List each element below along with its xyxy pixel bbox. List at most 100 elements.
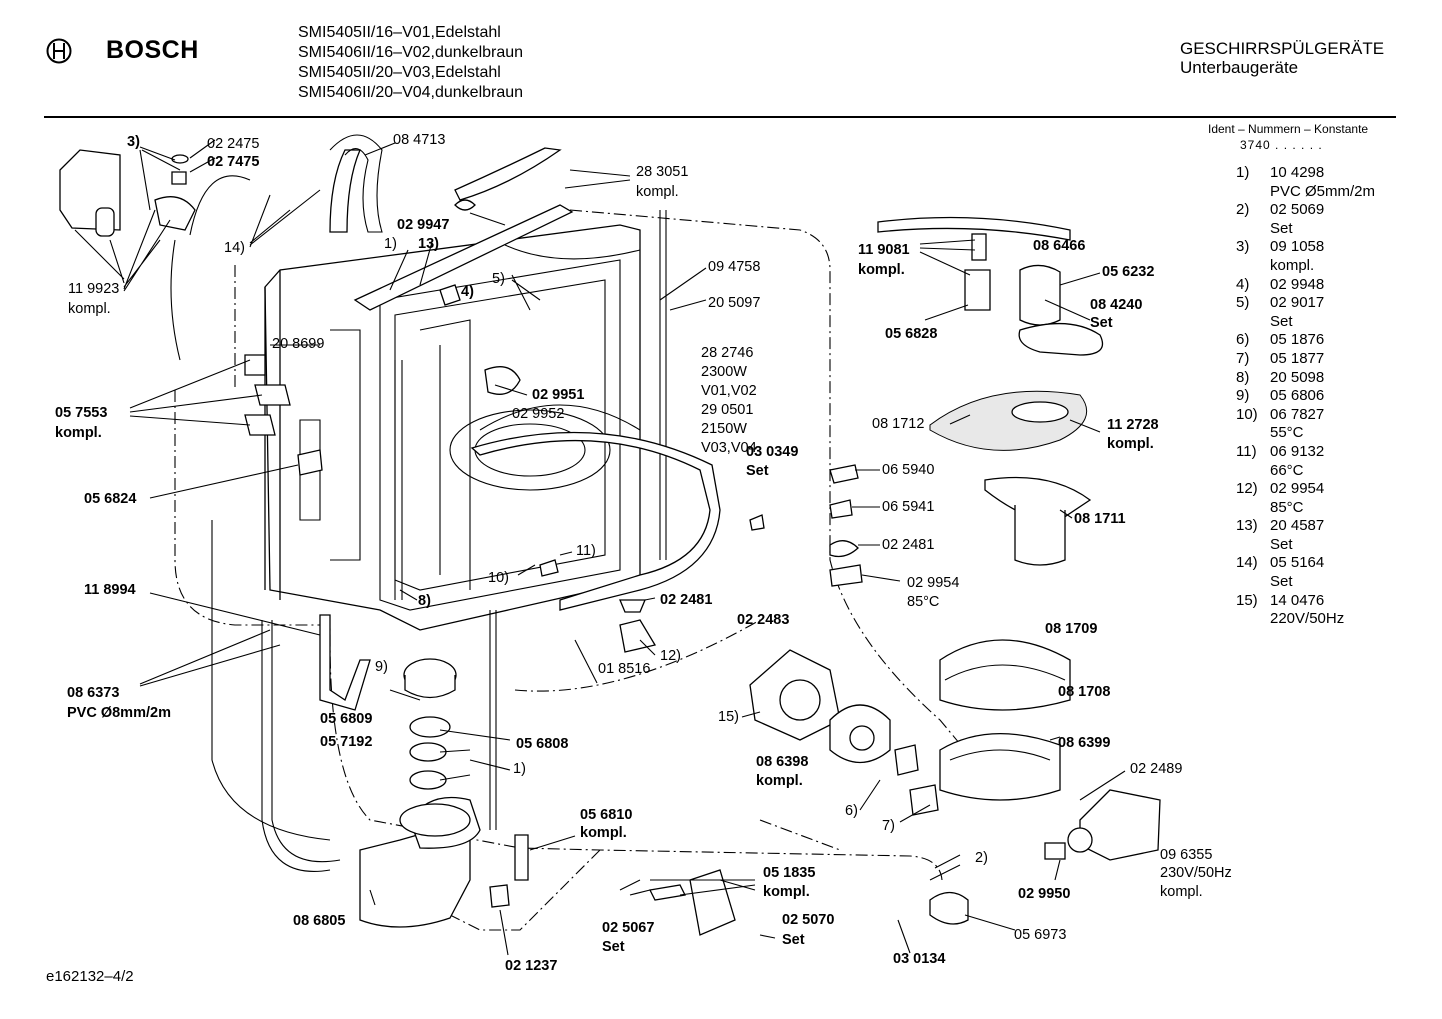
footnote-row: Set	[1236, 313, 1375, 332]
footnote-row: 66°C	[1236, 462, 1375, 481]
footnote-text: 09 1058	[1270, 238, 1325, 256]
footnote-number: 8)	[1236, 368, 1250, 386]
part-number-label: 08 4240	[1090, 297, 1142, 313]
footnote-number: 12)	[1236, 480, 1258, 498]
part-number-label: 05 6824	[84, 491, 136, 507]
part-number-label: 08 6373	[67, 685, 119, 701]
part-number-label: 11 9923	[68, 281, 119, 297]
footnote-number: 15)	[1236, 591, 1258, 609]
footnote-number	[1236, 573, 1270, 592]
part-number-label: kompl.	[763, 884, 810, 900]
footnote-row: Set	[1236, 220, 1375, 239]
footnote-text: Set	[1270, 535, 1293, 553]
footnote-text: 02 9954	[1270, 480, 1325, 498]
inlet-valve	[929, 789, 1161, 925]
footnote-text: 06 9132	[1270, 442, 1325, 460]
footnote-text: 05 5164	[1270, 554, 1325, 572]
footnote-number: 7)	[1236, 349, 1250, 367]
heating-element	[470, 431, 721, 611]
part-number-label: kompl.	[756, 773, 803, 789]
part-number-label: 11)	[576, 543, 596, 559]
part-number-label: kompl.	[580, 825, 627, 841]
footnote-row: 11) 06 9132	[1236, 443, 1375, 462]
footnote-text: 02 9948	[1270, 275, 1325, 293]
footnote-text: 85°C	[1270, 498, 1304, 516]
footnote-row: 220V/50Hz	[1236, 610, 1375, 629]
footnote-row: 14)05 5164	[1236, 554, 1375, 573]
footnote-number	[1236, 424, 1270, 443]
drain-valve	[689, 869, 736, 936]
category-block: GESCHIRRSPÜLGERÄTE Unterbaugeräte	[1180, 39, 1384, 77]
part-number-label: 13)	[418, 236, 439, 252]
part-number-label: 05 6809	[320, 711, 372, 727]
part-number-label: 09 6355	[1160, 847, 1212, 863]
part-number-label: 09 4758	[708, 259, 760, 275]
footnote-text: 05 1876	[1270, 331, 1325, 349]
part-number-label: 05 6808	[516, 736, 568, 752]
part-number-label: 02 9951	[532, 387, 584, 403]
footnote-text: Set	[1270, 219, 1293, 237]
footnote-row: Set	[1236, 573, 1375, 592]
part-number-label: 1)	[384, 236, 397, 252]
footnote-row: 4) 02 9948	[1236, 276, 1375, 295]
footnote-text: PVC Ø5mm/2m	[1270, 182, 1376, 200]
upper-spray-bar	[454, 147, 562, 201]
footnote-number	[1236, 536, 1270, 555]
footnote-text: 02 9017	[1270, 294, 1325, 312]
footnote-row: 55°C	[1236, 424, 1375, 443]
footnote-text: Set	[1270, 312, 1293, 330]
drawing-code: e162132–4/2	[46, 968, 134, 985]
part-number-label: 1)	[513, 761, 526, 777]
part-number-label: 08 4713	[393, 132, 445, 148]
footnote-number: 4)	[1236, 275, 1250, 293]
category-title: GESCHIRRSPÜLGERÄTE	[1180, 39, 1385, 58]
part-number-label: 02 2489	[1130, 761, 1182, 777]
part-number-label: 06 5940	[882, 462, 934, 478]
footnote-row: 15) 14 0476	[1236, 592, 1375, 611]
footnote-text: kompl.	[1270, 256, 1315, 274]
part-number-label: 05 7553	[55, 405, 107, 421]
part-number-label: 2300W	[701, 364, 747, 380]
footnote-row: 7)05 1877	[1236, 350, 1375, 369]
part-number-label: kompl.	[55, 425, 102, 441]
brine-container	[59, 149, 196, 237]
part-number-label: 8)	[418, 593, 431, 609]
part-number-label: 9)	[375, 659, 388, 675]
footnote-number: 11)	[1236, 442, 1257, 460]
part-number-label: 03 0134	[893, 951, 945, 967]
part-number-label: 4)	[461, 284, 474, 300]
part-number-label: PVC Ø8mm/2m	[67, 705, 171, 721]
part-number-label: Set	[746, 463, 769, 479]
part-number-label: 02 2481	[660, 592, 712, 608]
part-number-label: 08 1708	[1058, 684, 1110, 700]
part-number-label: 08 6805	[293, 913, 345, 929]
model-list: SMI5405II/16–V01,Edelstahl SMI5406II/16–…	[298, 23, 523, 103]
part-number-label: 12)	[660, 648, 681, 664]
part-number-label: 02 5067	[602, 920, 654, 936]
part-number-label: 03 0349	[746, 444, 798, 460]
part-number-label: 02 1237	[505, 958, 557, 974]
part-number-label: 6)	[845, 803, 858, 819]
part-number-label: Set	[1090, 315, 1113, 331]
part-number-label: 02 2475	[207, 136, 259, 152]
part-number-label: 28 2746	[701, 345, 753, 361]
footnote-text: 20 4587	[1270, 517, 1325, 535]
part-number-label: 3)	[127, 134, 140, 150]
footnote-number: 13)	[1236, 517, 1258, 535]
part-number-label: 28 3051	[636, 164, 688, 180]
footnote-number	[1236, 313, 1270, 332]
model-line: SMI5406II/20–V04,dunkelbraun	[298, 84, 524, 101]
hose	[170, 175, 251, 361]
part-number-label: 08 6399	[1058, 735, 1110, 751]
footnote-number	[1236, 462, 1270, 481]
part-number-label: 08 6466	[1033, 238, 1085, 254]
footnote-number	[1236, 220, 1270, 239]
lower-spray-arm	[877, 216, 1104, 356]
part-number-label: 02 2481	[882, 537, 934, 553]
tub-body	[264, 224, 641, 631]
footnote-number: 10)	[1236, 405, 1258, 423]
footnote-text: 14 0476	[1270, 591, 1325, 609]
ident-constant: 3740 . . . . . .	[1240, 138, 1323, 152]
circulation-pump	[749, 649, 939, 816]
